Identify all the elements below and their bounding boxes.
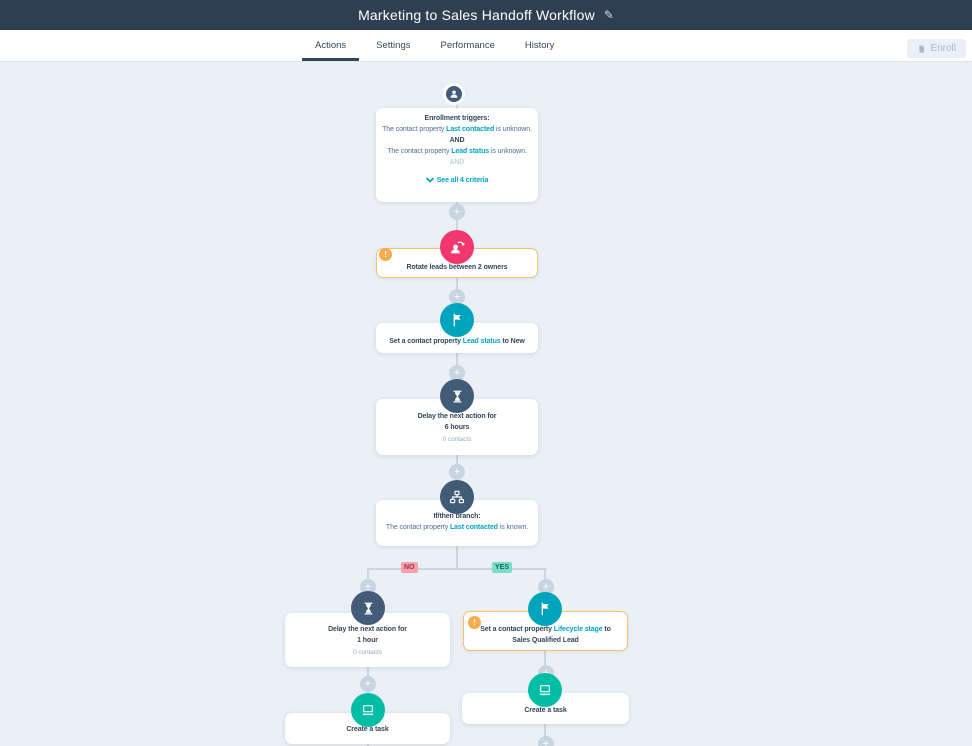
title-bar: Marketing to Sales Handoff Workflow ✎ bbox=[0, 0, 972, 30]
see-all-criteria-link[interactable]: See all 4 criteria bbox=[425, 177, 488, 184]
add-action-button[interactable]: + bbox=[360, 676, 376, 692]
set-lifecycle-line-1: Set a contact property Lifecycle stage t… bbox=[480, 626, 611, 633]
enroll-button[interactable]: Enroll bbox=[907, 39, 966, 58]
trigger-title: Enrollment triggers: bbox=[424, 115, 490, 122]
contact-trigger-icon bbox=[443, 83, 465, 105]
tab-actions[interactable]: Actions bbox=[300, 30, 361, 61]
add-action-button[interactable]: + bbox=[449, 365, 465, 381]
edit-title-icon[interactable]: ✎ bbox=[603, 8, 614, 22]
tab-settings[interactable]: Settings bbox=[376, 40, 411, 51]
if-then-title: If/then branch: bbox=[433, 513, 481, 520]
create-task-icon bbox=[351, 693, 385, 727]
contacts-count: 0 contacts bbox=[442, 436, 472, 443]
add-action-button[interactable]: + bbox=[538, 579, 554, 595]
delay-hourglass-icon bbox=[351, 591, 385, 625]
tab-bar: Actions Settings Performance History Enr… bbox=[0, 30, 972, 62]
warning-badge: ! bbox=[468, 616, 481, 629]
if-then-branch-icon bbox=[440, 480, 474, 514]
branch-no-label: NO bbox=[401, 562, 418, 573]
set-lead-status-label: Set a contact property Lead status to Ne… bbox=[389, 338, 525, 345]
add-action-button[interactable]: + bbox=[449, 289, 465, 305]
tab-list: Actions Settings Performance History bbox=[300, 30, 569, 61]
rotate-leads-label: Rotate leads between 2 owners bbox=[406, 264, 508, 271]
contacts-count: 0 contacts bbox=[353, 649, 382, 656]
tab-performance[interactable]: Performance bbox=[440, 40, 495, 51]
add-action-button[interactable]: + bbox=[449, 464, 465, 480]
trigger-and-operator: AND bbox=[449, 137, 465, 144]
warning-badge: ! bbox=[379, 248, 392, 261]
rotate-owner-icon bbox=[440, 230, 474, 264]
page-title: Marketing to Sales Handoff Workflow bbox=[358, 7, 595, 23]
enrollment-trigger-card[interactable]: Enrollment triggers: The contact propert… bbox=[376, 108, 538, 202]
chevron-down-icon bbox=[425, 177, 434, 183]
set-property-flag-icon bbox=[528, 592, 562, 626]
trigger-criterion-2: The contact property Lead status is unkn… bbox=[387, 148, 527, 155]
add-action-button[interactable]: + bbox=[449, 204, 465, 220]
delay-line-1: Delay the next action for bbox=[417, 413, 497, 420]
delay-hourglass-icon bbox=[440, 379, 474, 413]
if-then-condition: The contact property Last contacted is k… bbox=[385, 524, 529, 531]
branch-yes-label: YES bbox=[492, 562, 513, 573]
set-lifecycle-stage-card[interactable]: ! Set a contact property Lifecycle stage… bbox=[463, 611, 628, 651]
set-property-flag-icon bbox=[440, 303, 474, 337]
create-task-icon bbox=[528, 673, 562, 707]
enroll-label: Enroll bbox=[930, 43, 956, 54]
delay-line-2: 1 hour bbox=[357, 637, 378, 644]
trigger-criterion-1: The contact property Last contacted is u… bbox=[382, 126, 532, 133]
connector-line bbox=[544, 568, 546, 746]
set-lifecycle-line-2: Sales Qualified Lead bbox=[512, 637, 579, 644]
enroll-icon bbox=[917, 44, 926, 54]
tab-history[interactable]: History bbox=[524, 40, 555, 51]
workflow-canvas: + + + + + + + + + NO YES Enrollment trig… bbox=[0, 62, 972, 746]
trigger-and-operator-dim: AND bbox=[449, 159, 465, 166]
connector-line bbox=[367, 568, 547, 570]
delay-line-2: 6 hours bbox=[444, 424, 470, 431]
create-task-label: Create a task bbox=[346, 726, 389, 733]
delay-line-1: Delay the next action for bbox=[328, 626, 407, 633]
add-action-button[interactable]: + bbox=[538, 736, 554, 746]
create-task-label: Create a task bbox=[524, 707, 567, 714]
